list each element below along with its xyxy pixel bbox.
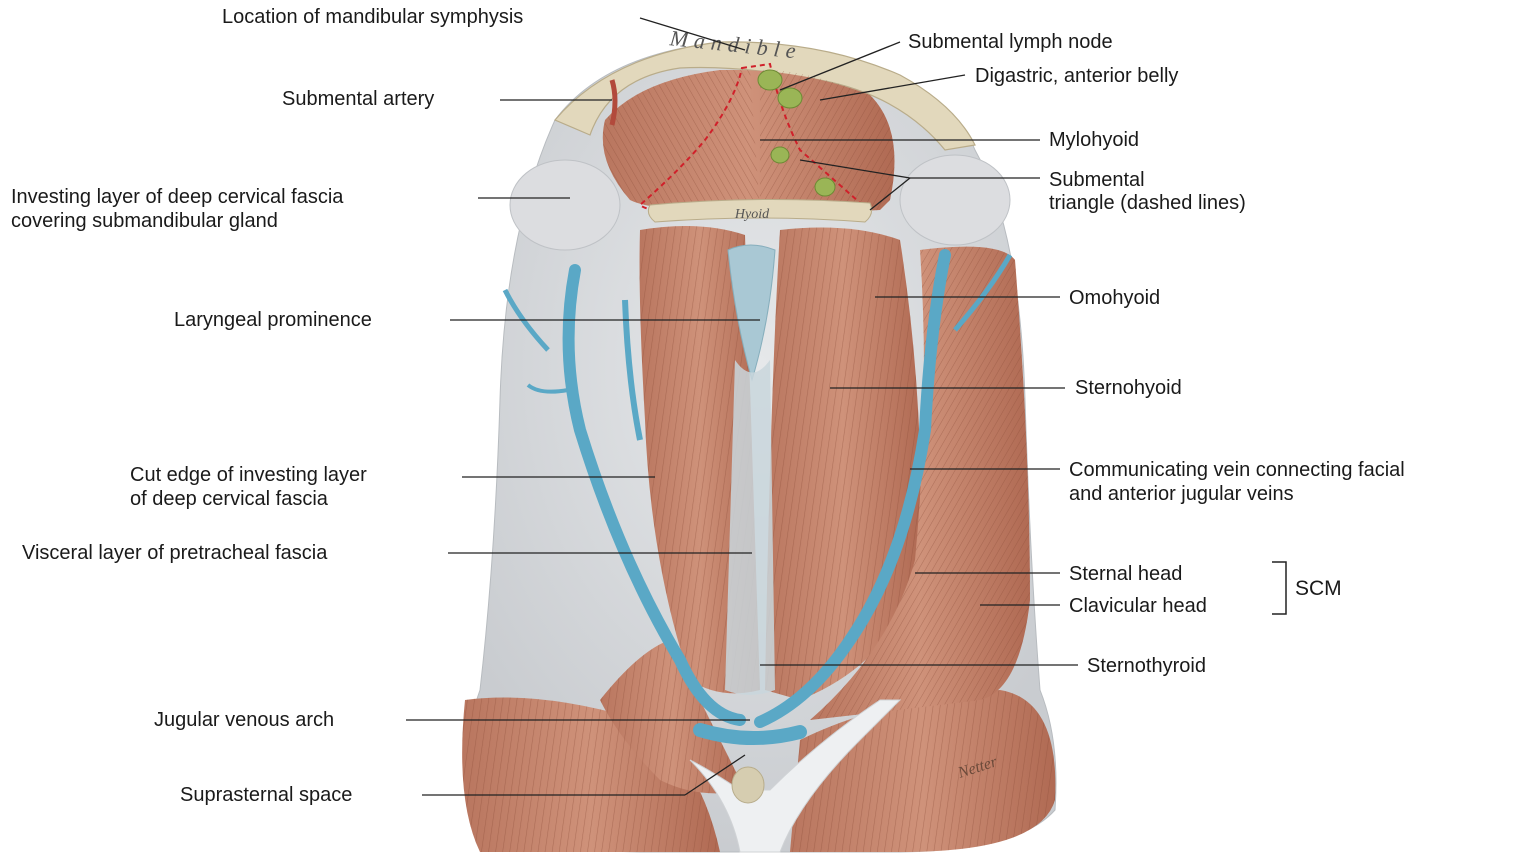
label-scm: SCM — [1295, 577, 1342, 600]
label-sternothyroid: Sternothyroid — [1087, 655, 1206, 677]
suprasternal-space-notch — [731, 766, 765, 804]
label-communicating-vein-1: Communicating vein connecting facial — [1069, 459, 1405, 481]
label-suprasternal-space: Suprasternal space — [180, 784, 353, 806]
jugular-venous-arch — [693, 723, 807, 746]
left-anterior-jugular-vein — [562, 264, 746, 726]
label-investing-layer-2: covering submandibular gland — [11, 210, 278, 232]
label-sternohyoid: Sternohyoid — [1075, 377, 1182, 399]
left-submandibular-gland — [509, 159, 621, 251]
communicating-vein — [754, 249, 951, 728]
label-cut-edge-1: Cut edge of investing layer — [130, 464, 367, 486]
label-clavicular-head: Clavicular head — [1069, 595, 1207, 617]
submental-muscles-fibers-left — [602, 70, 760, 212]
label-investing-layer-1: Investing layer of deep cervical fascia — [11, 186, 344, 208]
hyoid-bone — [647, 198, 873, 223]
label-jugular-venous-arch: Jugular venous arch — [154, 709, 335, 731]
label-mandibular-symphysis: Location of mandibular symphysis — [222, 6, 524, 28]
label-cut-edge-2: of deep cervical fascia — [130, 488, 328, 510]
right-vein-branch — [953, 253, 1013, 332]
left-vein-branch-2 — [526, 383, 569, 394]
submental-lymph-node-1 — [757, 69, 783, 91]
submental-lymph-node-3 — [770, 146, 790, 164]
label-laryngeal-prominence: Laryngeal prominence — [174, 309, 372, 331]
label-submental-triangle-2: triangle (dashed lines) — [1049, 192, 1246, 214]
leader-lines — [406, 17, 1078, 796]
submental-artery — [609, 79, 618, 126]
label-submental-triangle-1: Submental — [1049, 169, 1145, 191]
right-sternocleidomastoid-fibers — [810, 246, 1030, 720]
hyoid-bone-label: Hyoid — [734, 207, 770, 222]
label-communicating-vein-2: and anterior jugular veins — [1069, 483, 1294, 505]
label-submental-artery: Submental artery — [282, 88, 435, 110]
submental-lymph-node-2 — [777, 87, 803, 109]
left-vein-branch-3 — [622, 299, 643, 441]
submental-lymph-node-4 — [814, 177, 836, 197]
right-submandibular-gland — [899, 154, 1011, 246]
scm-bracket — [1272, 561, 1287, 615]
visceral-pretracheal-fascia — [725, 360, 775, 695]
laryngeal-prominence — [727, 244, 776, 382]
left-sternal-strip-fibers — [600, 640, 745, 794]
label-visceral-layer: Visceral layer of pretracheal fascia — [22, 542, 328, 564]
label-submental-lymph-node: Submental lymph node — [908, 31, 1113, 53]
label-mylohyoid: Mylohyoid — [1049, 129, 1140, 151]
label-digastric: Digastric, anterior belly — [975, 65, 1179, 87]
label-sternal-head: Sternal head — [1069, 563, 1183, 585]
label-omohyoid: Omohyoid — [1069, 287, 1161, 309]
